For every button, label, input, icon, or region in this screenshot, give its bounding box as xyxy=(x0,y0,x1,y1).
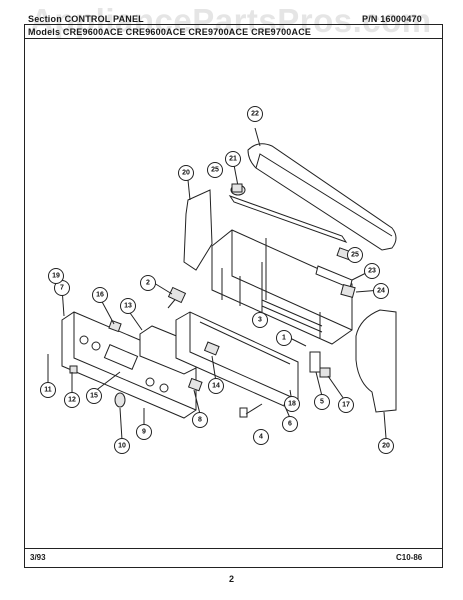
svg-text:6: 6 xyxy=(288,421,292,428)
small-hardware-parts xyxy=(47,286,331,420)
callout-12: 12 xyxy=(64,392,80,408)
callout-24: 24 xyxy=(373,283,389,299)
svg-text:18: 18 xyxy=(288,401,296,408)
svg-text:8: 8 xyxy=(198,417,202,424)
callout-25-left: 25 xyxy=(207,162,223,178)
callout-19: 19 xyxy=(48,268,64,284)
svg-text:12: 12 xyxy=(68,397,76,404)
svg-text:15: 15 xyxy=(90,393,98,400)
models-line: Models CRE9600ACE CRE9600ACE CRE9700ACE … xyxy=(28,27,312,37)
callout-2: 2 xyxy=(140,275,156,291)
diagram-code: C10-86 xyxy=(396,553,423,562)
callout-8: 8 xyxy=(192,412,208,428)
section-title: Section CONTROL PANEL xyxy=(28,14,144,24)
part-22-trim-cap xyxy=(247,127,397,251)
svg-text:19: 19 xyxy=(52,273,60,280)
svg-text:17: 17 xyxy=(342,402,350,409)
svg-text:11: 11 xyxy=(44,387,52,394)
part-number: P/N 16000470 xyxy=(362,14,422,24)
backguard-body xyxy=(211,229,353,345)
svg-text:13: 13 xyxy=(124,303,132,310)
callout-15: 15 xyxy=(86,388,102,404)
callout-20-right: 20 xyxy=(378,438,394,454)
svg-text:2: 2 xyxy=(146,280,150,287)
svg-text:25: 25 xyxy=(351,252,359,259)
svg-text:1: 1 xyxy=(282,335,286,342)
svg-text:7: 7 xyxy=(60,285,64,292)
svg-text:21: 21 xyxy=(229,156,237,163)
callout-17: 17 xyxy=(338,397,354,413)
svg-text:14: 14 xyxy=(212,383,220,390)
svg-text:20: 20 xyxy=(182,170,190,177)
callout-4: 4 xyxy=(253,429,269,445)
callout-9: 9 xyxy=(136,424,152,440)
svg-text:20: 20 xyxy=(382,443,390,450)
diagram-frame xyxy=(24,24,443,568)
svg-text:25: 25 xyxy=(211,167,219,174)
callout-20-left: 20 xyxy=(178,165,194,181)
svg-text:24: 24 xyxy=(377,288,385,295)
callout-13: 13 xyxy=(120,298,136,314)
revision-date: 3/93 xyxy=(30,553,46,562)
callout-1: 1 xyxy=(276,330,292,346)
part-20-left-end-panel xyxy=(183,179,213,271)
part-20-right-end-panel xyxy=(355,309,397,439)
svg-text:5: 5 xyxy=(320,399,324,406)
callout-21: 21 xyxy=(225,151,241,167)
svg-text:22: 22 xyxy=(251,111,259,118)
callout-3: 3 xyxy=(252,312,268,328)
callout-11: 11 xyxy=(40,382,56,398)
callout-10: 10 xyxy=(114,438,130,454)
svg-text:9: 9 xyxy=(142,429,146,436)
footer-divider xyxy=(24,548,443,549)
svg-text:23: 23 xyxy=(368,268,376,275)
callout-14: 14 xyxy=(208,378,224,394)
callout-6: 6 xyxy=(282,416,298,432)
callout-18: 18 xyxy=(284,396,300,412)
callout-25-right: 25 xyxy=(347,247,363,263)
part-7-control-panel xyxy=(61,311,197,419)
svg-text:10: 10 xyxy=(118,443,126,450)
callout-23: 23 xyxy=(364,263,380,279)
svg-text:16: 16 xyxy=(96,292,104,299)
svg-text:3: 3 xyxy=(258,317,262,324)
header-divider xyxy=(24,38,443,39)
callout-22: 22 xyxy=(247,106,263,122)
callout-5: 5 xyxy=(314,394,330,410)
callout-16: 16 xyxy=(92,287,108,303)
page-number: 2 xyxy=(229,574,235,584)
svg-text:4: 4 xyxy=(259,434,263,441)
